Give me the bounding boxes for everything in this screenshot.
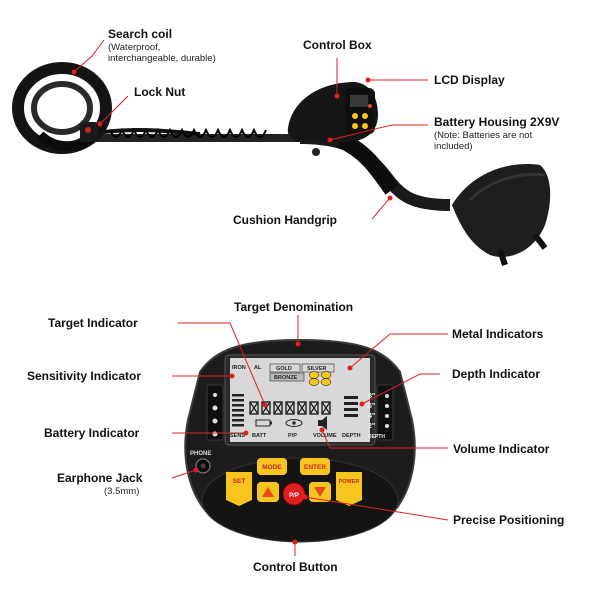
lcd-batt: BATT: [252, 433, 267, 439]
metal-detector-product: [12, 62, 551, 266]
set-button: [226, 472, 252, 506]
volume-indicator-label: Volume Indicator: [453, 442, 550, 456]
arm-cuff: [452, 164, 551, 266]
depth-bars: [344, 396, 358, 417]
button-labels: SET MODE ENTER POWER P/P: [233, 464, 360, 499]
sensitivity-bars: [232, 394, 244, 427]
control-panel: [184, 338, 416, 543]
search-coil-note-1: (Waterproof,: [108, 42, 161, 53]
lcd-depth: DEPTH: [342, 433, 361, 439]
battery-housing-note-2: included): [434, 141, 473, 152]
lcd-gold: GOLD: [276, 366, 292, 372]
search-coil-note-2: interchangeable, durable): [108, 53, 216, 64]
buttons: [226, 458, 362, 506]
depth-mark-2: 2": [368, 423, 375, 430]
depth-mark-8: 8": [368, 393, 375, 400]
target-indicator-label: Target Indicator: [48, 316, 138, 330]
target-denomination-label: Target Denomination: [234, 300, 354, 314]
coil-cable: [109, 127, 267, 138]
enter-button: [300, 458, 330, 475]
knob: [312, 148, 320, 156]
bottom-callout-lines: [171, 315, 449, 556]
power-label: POWER: [339, 479, 360, 485]
pp-label: P/P: [289, 493, 299, 499]
lcd-sens: SENS: [230, 433, 245, 439]
cushion-handgrip-label: Cushion Handgrip: [233, 213, 337, 227]
mode-label: MODE: [262, 464, 282, 471]
phone-label: PHONE: [190, 451, 211, 457]
depth-scale-label: DEPTH: [368, 434, 385, 440]
lcd-display: [345, 88, 375, 134]
right-leds: [385, 394, 389, 428]
earphone-jack-label: Earphone Jack: [57, 471, 143, 485]
battery-indicator-label: Battery Indicator: [44, 426, 140, 440]
coin-indicators: [308, 371, 332, 386]
power-button: [336, 472, 362, 506]
lock-nut: [80, 122, 98, 142]
top-callout-lines: [71, 39, 428, 220]
metal-indicators-label: Metal Indicators: [452, 327, 544, 341]
lcd-volume: VOLUME: [313, 433, 337, 439]
earphone-jack-note: (3.5mm): [104, 486, 140, 497]
pp-button: [282, 482, 306, 506]
set-label: SET: [233, 478, 246, 485]
left-leds: [212, 393, 218, 437]
lcd-pp: P/P: [288, 433, 297, 439]
lock-nut-label: Lock Nut: [134, 85, 186, 99]
cushion-handgrip: [336, 132, 399, 195]
depth-mark-4: 4": [368, 413, 375, 420]
lcd-silver: SILVER: [307, 366, 326, 372]
enter-label: ENTER: [304, 464, 326, 471]
sensitivity-indicator-label: Sensitivity Indicator: [27, 369, 142, 383]
target-markers: [249, 401, 331, 415]
control-box: [287, 82, 378, 156]
speaker-icon: [318, 416, 327, 430]
lcd-labels: IRON AL GOLD SILVER BRONZE SENS BATT P/P…: [230, 365, 361, 439]
lcd-al: AL: [254, 365, 262, 371]
lcd-iron: IRON: [232, 365, 246, 371]
depth-indicator-label: Depth Indicator: [452, 367, 541, 381]
lcd-display-label: LCD Display: [434, 73, 505, 87]
eye-icon: [285, 419, 303, 427]
depth-scale: 8" 6" 4" 2" DEPTH: [368, 393, 385, 440]
search-coil-label: Search coil: [108, 27, 173, 41]
depth-mark-6: 6": [368, 403, 375, 410]
battery-housing-label: Battery Housing 2X9V: [434, 115, 560, 129]
lcd-bronze: BRONZE: [274, 375, 298, 381]
control-button-label: Control Button: [253, 560, 338, 574]
battery-housing-note-1: (Note: Batteries are not: [434, 130, 533, 141]
mode-button: [257, 458, 287, 475]
precise-positioning-label: Precise Positioning: [453, 513, 565, 527]
control-box-label: Control Box: [303, 38, 372, 52]
